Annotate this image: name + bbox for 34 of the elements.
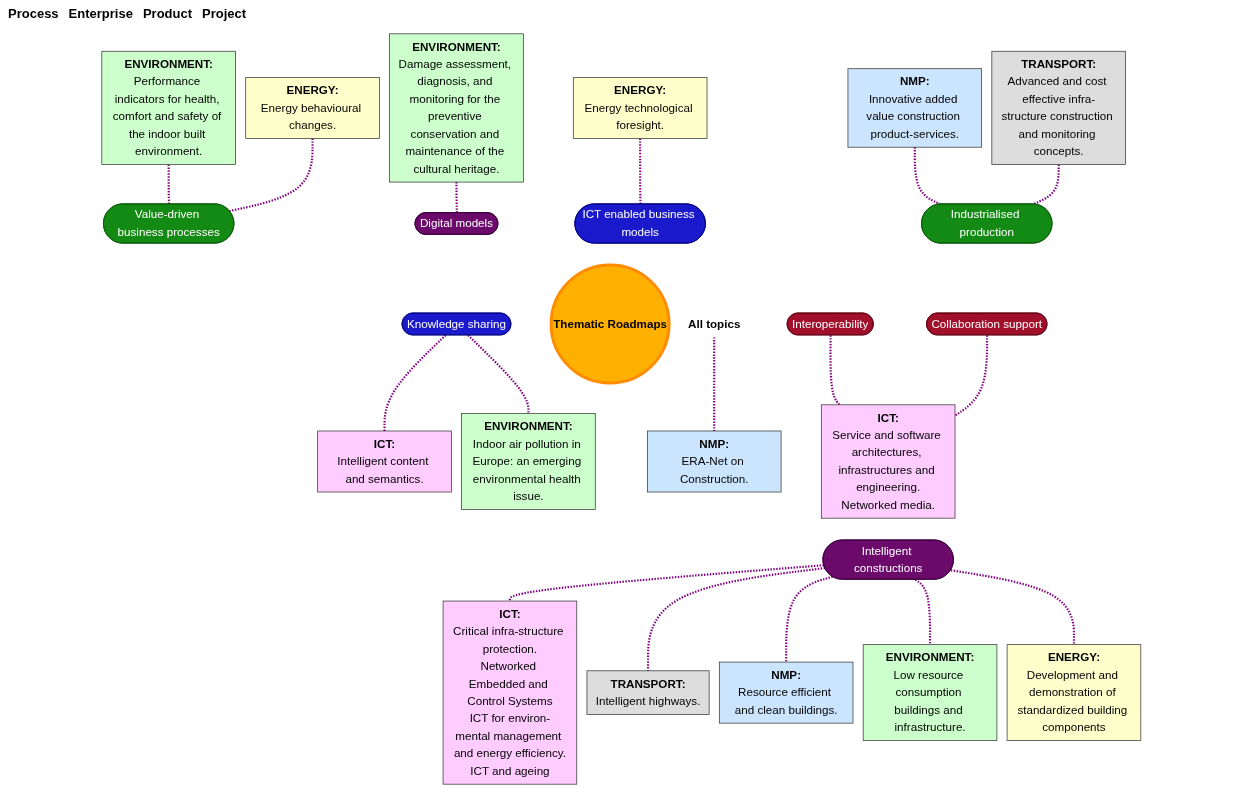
node-box: ENVIRONMENT: Low resource consumption buildings and infrastructure. — [862, 644, 997, 741]
connector — [383, 334, 447, 431]
connector — [954, 335, 988, 417]
star-ray-label: Project — [202, 6, 247, 21]
node-text: All topics — [687, 317, 741, 330]
node-box: ENVIRONMENT: Damage assessment, diagnosis, and monitoring for the preventive conservation and maintenance of the cultural heritage. — [388, 33, 524, 183]
connector — [508, 564, 824, 602]
node-box: ENERGY: Development and demonstration of standardized building components — [1006, 644, 1141, 741]
node-box: ENERGY: Energy behavioural changes. — [245, 77, 380, 139]
connector — [784, 575, 833, 663]
node-box: NMP: Resource efficient and clean buildings. — [718, 661, 854, 724]
node-box: ENVIRONMENT: Performance indicators for health, comfort and safety of the indoor built environment. — [101, 50, 236, 165]
connector — [829, 335, 841, 406]
node-circle: Thematic Roadmaps — [549, 263, 671, 385]
node-box: TRANSPORT: Intelligent highways. — [586, 670, 710, 715]
node-box: ENVIRONMENT: Indoor air pollution in Europe: an emerging environmental health issue. — [460, 413, 596, 510]
node-box: TRANSPORT: Advanced and cost effective infra-structure construction and monitoring concepts. — [991, 50, 1126, 165]
node-box: ENERGY: Energy technological foresight. — [572, 77, 708, 139]
node-box: NMP: Innovative added value construction product-services. — [847, 68, 982, 148]
connector — [228, 138, 314, 213]
connector — [466, 334, 530, 414]
connector — [646, 566, 825, 671]
connector — [455, 182, 458, 213]
connector — [712, 337, 715, 431]
star-ray-label: Product — [142, 6, 193, 21]
connector — [914, 578, 931, 645]
connector — [950, 569, 1075, 645]
connector — [913, 147, 942, 206]
star-ray-label: Enterprise — [68, 6, 133, 21]
node-box: ICT: Critical infra-structure protection. Networked Embedded and Control Systems ICT for environ-mental management and energy efficiency. ICT and ageing — [442, 600, 577, 785]
node-box: ICT: Service and software architectures, infrastructures and engineering. Networked media. — [820, 404, 956, 519]
node-box: NMP: ERA-Net on Construction. — [646, 430, 782, 493]
node-box: ICT: Intelligent content and semantics. — [317, 430, 452, 493]
star-ray-label: Process — [8, 6, 59, 21]
